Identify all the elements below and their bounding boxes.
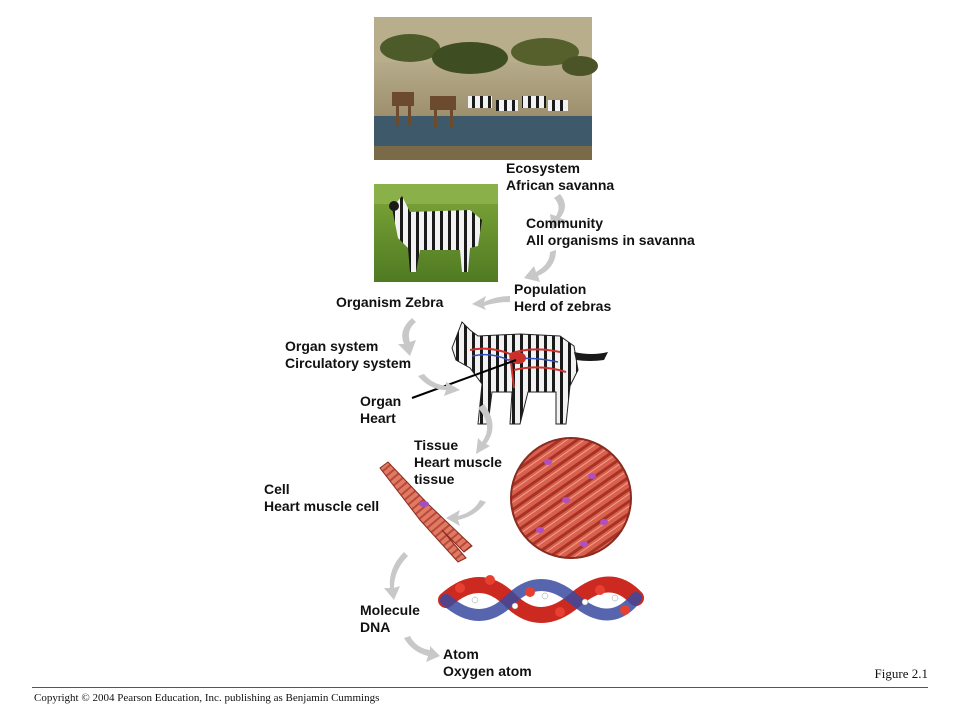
label-organ: Organ Heart: [360, 393, 401, 427]
copyright-notice: Copyright © 2004 Pearson Education, Inc.…: [34, 692, 380, 704]
level-name-population: Population: [514, 281, 587, 297]
level-name-cell: Cell: [264, 481, 290, 497]
population-zebra-photo: [374, 184, 498, 282]
arrow-ecosystem-community: [550, 194, 566, 230]
label-molecule: Molecule DNA: [360, 602, 420, 636]
label-community: Community All organisms in savanna: [526, 215, 695, 249]
level-detail-atom: Oxygen atom: [443, 663, 532, 679]
level-name-organ: Organ: [360, 393, 402, 409]
label-population: Population Herd of zebras: [514, 281, 611, 315]
level-detail-organism: Zebra: [405, 294, 444, 310]
level-detail-community: All organisms in savanna: [526, 232, 695, 248]
heart-pointer-line: [411, 359, 517, 399]
arrow-cell-molecule: [384, 552, 408, 600]
arrow-molecule-atom: [404, 636, 440, 662]
level-name-ecosystem: Ecosystem: [506, 160, 580, 176]
level-detail-organ: Heart: [360, 410, 396, 426]
label-tissue: Tissue Heart muscle tissue: [414, 437, 502, 488]
flow-arrows: [384, 194, 566, 662]
label-atom: Atom Oxygen atom: [443, 646, 532, 680]
arrow-population-organism: [472, 296, 510, 310]
level-name-tissue: Tissue: [414, 437, 459, 453]
dna-molecule-illustration: [438, 575, 644, 623]
level-detail-tissue-line2: tissue: [414, 471, 455, 487]
level-detail-tissue-line1: Heart muscle: [414, 454, 502, 470]
arrow-organism-organsystem: [398, 318, 416, 356]
level-detail-population: Herd of zebras: [514, 298, 612, 314]
arrow-organsystem-organ: [418, 374, 460, 396]
zebra-illustration: [451, 321, 608, 425]
label-ecosystem: Ecosystem African savanna: [506, 160, 614, 194]
label-organ-system: Organ system Circulatory system: [285, 338, 411, 372]
level-name-organ-system: Organ system: [285, 338, 379, 354]
level-detail-organ-system: Circulatory system: [285, 355, 412, 371]
level-name-organism: Organism: [336, 294, 402, 310]
heart-muscle-cell-illustration: [379, 461, 473, 563]
level-detail-molecule: DNA: [360, 619, 391, 635]
arrow-community-population: [524, 250, 556, 282]
level-name-molecule: Molecule: [360, 602, 420, 618]
level-detail-ecosystem: African savanna: [506, 177, 615, 193]
arrow-tissue-cell: [446, 500, 486, 526]
level-name-atom: Atom: [443, 646, 479, 662]
level-detail-cell: Heart muscle cell: [264, 498, 380, 514]
level-name-community: Community: [526, 215, 603, 231]
label-cell: Cell Heart muscle cell: [264, 481, 379, 515]
arrow-organ-tissue: [476, 404, 493, 454]
label-organism: Organism Zebra: [336, 294, 443, 311]
heart-muscle-tissue-illustration: [510, 437, 632, 559]
figure-label: Figure 2.1: [874, 666, 928, 681]
ecosystem-savanna-photo: [374, 17, 598, 160]
footer-divider: [32, 687, 928, 688]
